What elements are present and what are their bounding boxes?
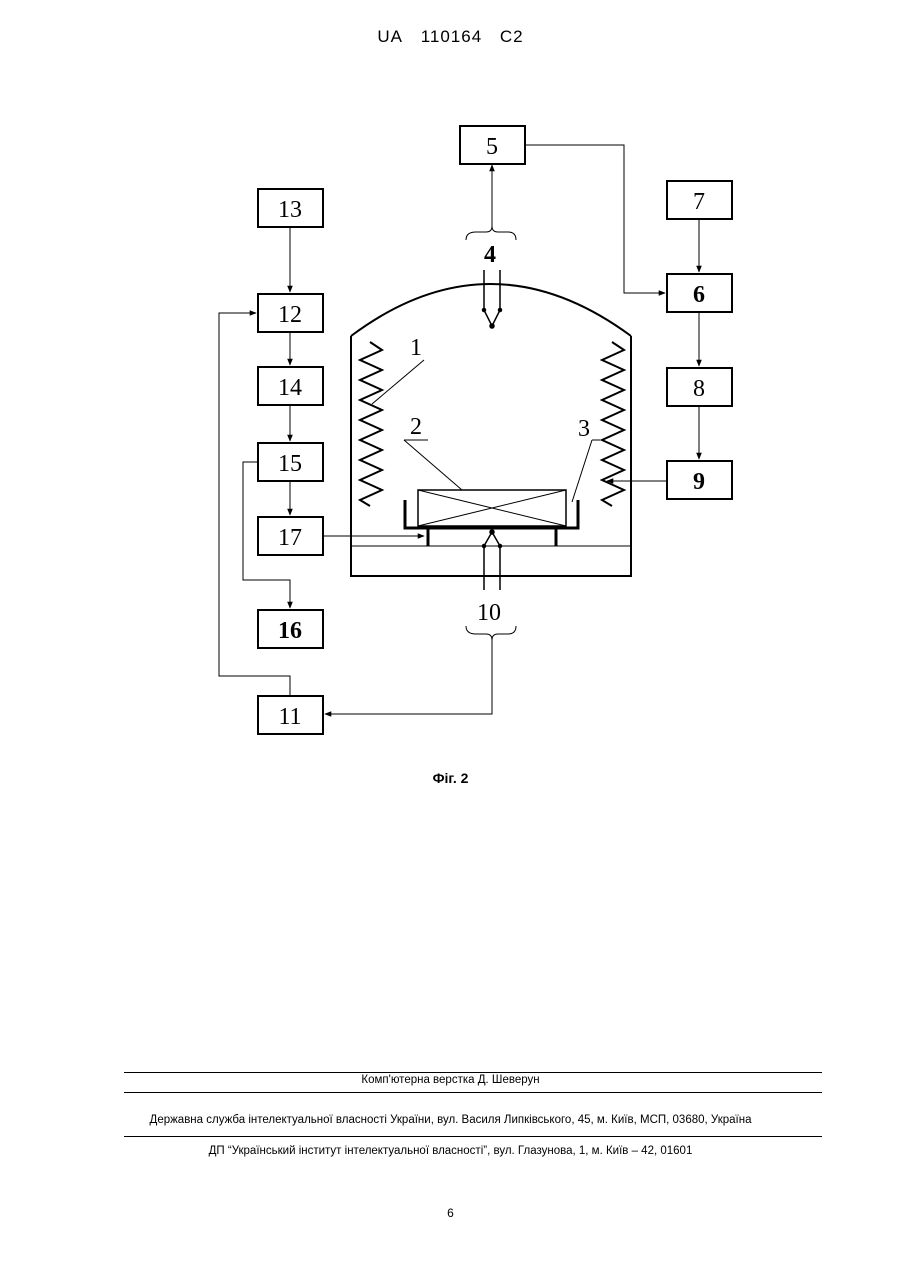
footer-rule-2 bbox=[124, 1092, 822, 1093]
box-5-label: 5 bbox=[486, 134, 498, 160]
box-16-label: 16 bbox=[278, 618, 302, 644]
box-17-label: 17 bbox=[278, 525, 302, 551]
box-8-label: 8 bbox=[693, 376, 705, 402]
block-diagram: 5 7 6 8 9 13 12 14 15 17 16 11 1 2 3 4 1… bbox=[0, 0, 901, 800]
figure-caption: Фіг. 2 bbox=[0, 770, 901, 786]
boxes bbox=[258, 126, 732, 734]
numeral-2: 2 bbox=[410, 414, 422, 440]
box-15-label: 15 bbox=[278, 451, 302, 477]
numeral-3: 3 bbox=[578, 416, 590, 442]
box-9-label: 9 bbox=[693, 469, 705, 495]
footer-rule-top bbox=[124, 1072, 822, 1073]
footer-rule-3 bbox=[124, 1136, 822, 1137]
layout-credit: Комп'ютерна верстка Д. Шеверун bbox=[0, 1074, 901, 1086]
box-14-label: 14 bbox=[278, 375, 302, 401]
heater-left bbox=[360, 342, 382, 506]
brace-4 bbox=[466, 226, 516, 240]
agency-address: Державна служба інтелектуальної власност… bbox=[0, 1114, 901, 1126]
sample-holder bbox=[405, 490, 578, 546]
thermocouple-bottom bbox=[483, 530, 502, 590]
box-11-label: 11 bbox=[278, 704, 301, 730]
numeral-1: 1 bbox=[410, 335, 422, 361]
box-6-label: 6 bbox=[693, 282, 705, 308]
box-7-label: 7 bbox=[693, 189, 705, 215]
brace-10 bbox=[466, 626, 516, 640]
page-number: 6 bbox=[0, 1206, 901, 1220]
box-13-label: 13 bbox=[278, 197, 302, 223]
institute-address: ДП “Український інститут інтелектуальної… bbox=[0, 1145, 901, 1157]
thermocouple-top bbox=[483, 270, 502, 328]
numeral-10: 10 bbox=[477, 600, 501, 626]
numeral-4: 4 bbox=[484, 242, 496, 268]
leader-lines bbox=[372, 360, 600, 502]
box-12-label: 12 bbox=[278, 302, 302, 328]
